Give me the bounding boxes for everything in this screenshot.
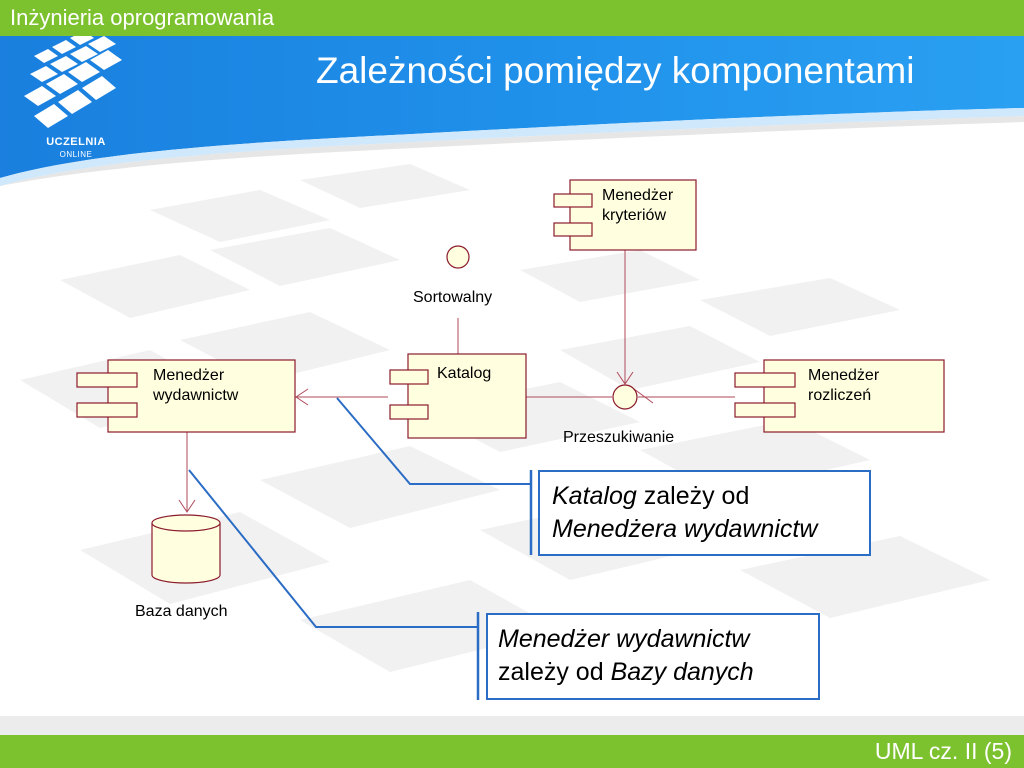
logo-name: UCZELNIA — [46, 136, 106, 148]
logo-subtitle: ONLINE — [59, 150, 93, 159]
component-kryteria-label: Menedżer kryteriów — [602, 186, 673, 226]
component-rozliczenia-line1: Menedżer — [808, 367, 880, 384]
kryteria-arrowhead — [616, 371, 634, 385]
baza-arrowhead — [178, 499, 196, 513]
component-katalog — [389, 353, 527, 439]
component-wydawnictwa-line2: wydawnictw — [153, 387, 239, 404]
callout2-line2: zależy od Bazy danych — [498, 656, 818, 689]
callout1-line2-em: Menedżera wydawnictw — [552, 515, 818, 543]
wydawnictwa-arrowhead — [295, 388, 309, 406]
callout1-connector — [336, 397, 531, 485]
callout2-line2-em: Bazy danych — [610, 658, 754, 686]
component-wydawnictwa-label: Menedżer wydawnictw — [153, 366, 238, 406]
callout1-line1-em: Katalog — [552, 482, 637, 510]
interface-przeszukiwanie-circle — [612, 384, 638, 410]
component-katalog-line1: Katalog — [437, 365, 492, 382]
callout2-line2-rest: zależy od — [498, 658, 611, 686]
callout-wydawnictwa-dependency: Menedżer wydawnictw zależy od Bazy danyc… — [486, 613, 820, 700]
callout2-line1-em: Menedżer wydawnictw — [498, 625, 750, 653]
callout2-connector — [188, 469, 478, 628]
component-kryteria-line1: Menedżer — [602, 187, 674, 204]
database-cylinder — [151, 514, 221, 584]
component-rozliczenia-line2: rozliczeń — [808, 387, 872, 404]
interface-sortowalny-circle — [446, 245, 470, 269]
header-banner — [0, 36, 1024, 186]
callout1-line1-rest: zależy od — [636, 482, 750, 510]
callout1-line2: Menedżera wydawnictw — [552, 513, 869, 546]
component-rozliczenia — [734, 359, 945, 433]
callout2-line1: Menedżer wydawnictw — [498, 623, 818, 656]
przeszukiwanie-stub — [633, 388, 654, 404]
logo-grid-icon — [24, 36, 122, 128]
component-wydawnictwa-line1: Menedżer — [153, 367, 225, 384]
callout-katalog-dependency: Katalog zależy od Menedżera wydawnictw — [538, 470, 871, 556]
component-wydawnictwa — [76, 359, 296, 433]
component-kryteria-line2: kryteriów — [602, 207, 667, 224]
database-label: Baza danych — [135, 603, 228, 620]
interface-sortowalny-label: Sortowalny — [413, 289, 493, 306]
bottom-bar: UML cz. II (5) — [0, 735, 1024, 768]
component-kryteria — [553, 179, 697, 251]
slide-title: Zależności pomiędzy komponentami — [316, 50, 915, 91]
component-rozliczenia-label: Menedżer rozliczeń — [808, 366, 879, 406]
top-bar: Inżynieria oprogramowania — [0, 0, 1024, 36]
course-title: Inżynieria oprogramowania — [10, 5, 275, 30]
interface-przeszukiwanie-label: Przeszukiwanie — [563, 429, 675, 446]
component-katalog-label: Katalog — [437, 364, 491, 384]
slide-footer: UML cz. II (5) — [874, 738, 1012, 764]
callout1-line1: Katalog zależy od — [552, 480, 869, 513]
